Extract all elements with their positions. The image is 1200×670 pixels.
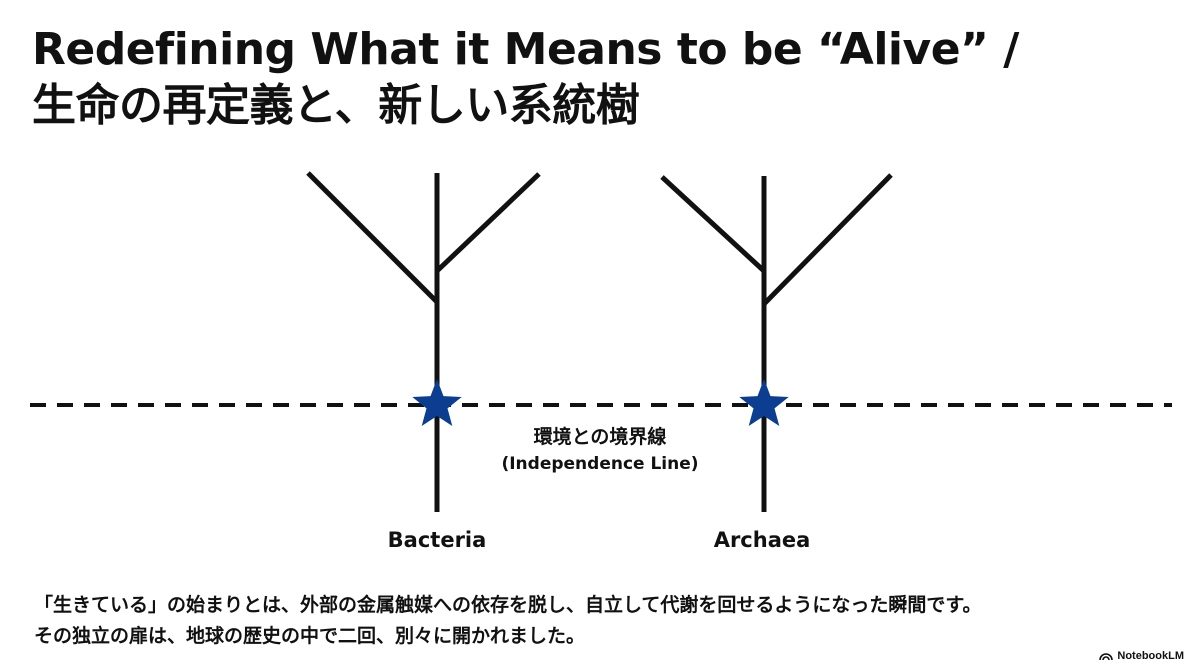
bacteria-tree	[306, 171, 541, 512]
notebooklm-logo-icon	[1099, 653, 1114, 661]
slide-title: Redefining What it Means to be “Alive” /…	[32, 22, 1019, 134]
caption-line-2: その独立の扉は、地球の歴史の中で二回、別々に開かれました。	[34, 625, 586, 647]
archaea-tree	[660, 173, 893, 512]
notebooklm-watermark: NotebookLM	[1099, 650, 1184, 662]
star-icon	[412, 379, 462, 426]
archaea-left-branch	[660, 175, 766, 273]
star-icon	[739, 379, 789, 426]
slide-caption: 「生きている」の始まりとは、外部の金属触媒への依存を脱し、自立して代謝を回せるよ…	[34, 590, 982, 652]
bacteria-right-branch	[435, 172, 541, 273]
bacteria-left-branch	[306, 171, 439, 304]
title-english: Redefining What it Means to be “Alive” /	[32, 24, 1019, 75]
brand-name: NotebookLM	[1117, 650, 1184, 662]
independence-line-label-jp: 環境との境界線	[534, 425, 667, 448]
caption-line-1: 「生きている」の始まりとは、外部の金属触媒への依存を脱し、自立して代謝を回せるよ…	[34, 594, 982, 616]
bacteria-label: Bacteria	[388, 528, 487, 552]
archaea-label: Archaea	[714, 528, 811, 552]
title-japanese: 生命の再定義と、新しい系統樹	[32, 80, 640, 131]
independence-line-label-en: (Independence Line)	[501, 454, 698, 474]
archaea-right-branch	[762, 173, 893, 306]
